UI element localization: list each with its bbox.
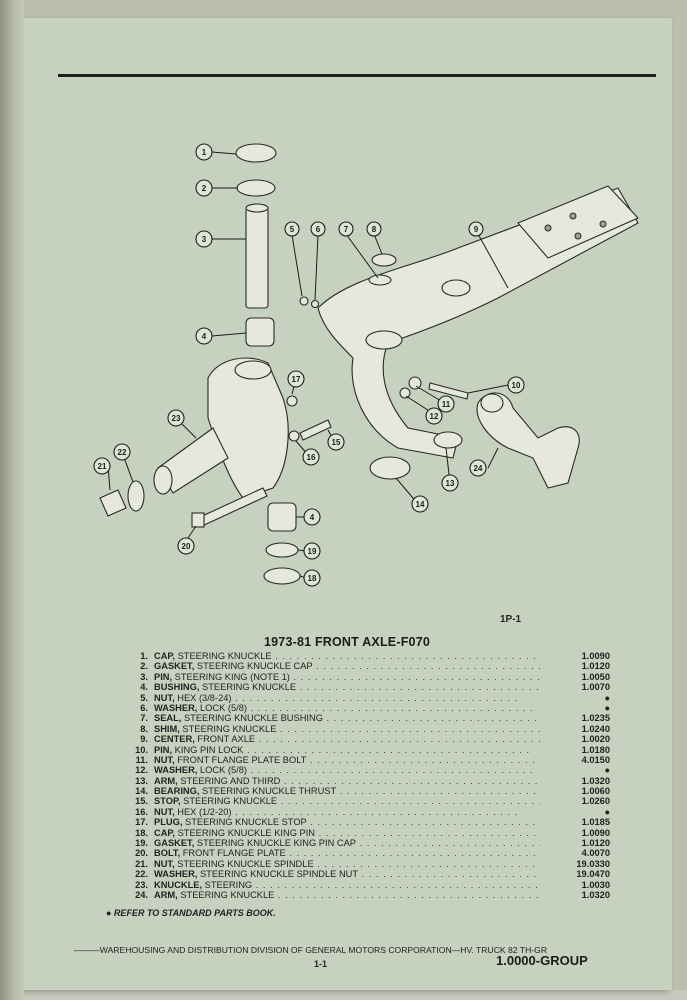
svg-text:23: 23 <box>172 414 181 423</box>
parts-row: 15.STOP, STEERING KNUCKLE . . . . . . . … <box>135 796 610 807</box>
svg-text:14: 14 <box>416 500 425 509</box>
parts-list: 1.CAP, STEERING KNUCKLE . . . . . . . . … <box>122 651 610 900</box>
svg-text:17: 17 <box>292 375 301 384</box>
callout-19: 19 <box>303 542 321 560</box>
bushing-upper <box>245 317 275 347</box>
parts-row: 22.WASHER, STEERING KNUCKLE SPINDLE NUT … <box>135 869 610 880</box>
callout-16: 16 <box>302 448 320 466</box>
thrust-bearing <box>369 456 411 480</box>
parts-row: 5.NUT, HEX (3/8-24) . . . . . . . . . . … <box>140 692 610 703</box>
callout-1: 1 <box>195 143 213 161</box>
parts-row: 9.CENTER, FRONT AXLE . . . . . . . . . .… <box>140 734 610 745</box>
book-binding <box>0 0 24 1000</box>
page-title: 1973-81 FRONT AXLE-F070 <box>264 635 430 649</box>
svg-text:3: 3 <box>202 235 207 244</box>
svg-text:12: 12 <box>430 412 439 421</box>
svg-text:10: 10 <box>512 381 521 390</box>
parts-row: 10.PIN, KING PIN LOCK . . . . . . . . . … <box>135 744 610 755</box>
callout-12: 12 <box>425 407 443 425</box>
parts-row: 13.ARM, STEERING AND THIRD . . . . . . .… <box>135 775 610 786</box>
parts-row: 12.WASHER, LOCK (5/8) . . . . . . . . . … <box>135 765 610 776</box>
svg-text:4: 4 <box>202 332 207 341</box>
svg-text:24: 24 <box>474 464 483 473</box>
parts-row: 7.SEAL, STEERING KNUCKLE BUSHING . . . .… <box>140 713 610 724</box>
knuckle-cap <box>235 143 277 163</box>
parts-row: 1.CAP, STEERING KNUCKLE . . . . . . . . … <box>140 651 610 661</box>
arm-eye <box>433 431 463 449</box>
callout-4-lower: 4 <box>303 508 321 526</box>
callout-13: 13 <box>441 474 459 492</box>
callout-5: 5 <box>284 221 300 237</box>
svg-text:21: 21 <box>98 462 107 471</box>
callout-21: 21 <box>93 457 111 475</box>
svg-text:11: 11 <box>442 400 451 409</box>
front-axle-center <box>317 187 639 459</box>
parts-row: 17.PLUG, STEERING KNUCKLE STOP . . . . .… <box>135 817 610 828</box>
footnote: ● REFER TO STANDARD PARTS BOOK. <box>106 908 276 918</box>
group-number: 1.0000-GROUP <box>496 953 588 968</box>
svg-text:7: 7 <box>344 225 349 234</box>
callout-22: 22 <box>113 443 131 461</box>
callout-2: 2 <box>195 179 213 197</box>
parts-row: 16.NUT, HEX (1/2-20) . . . . . . . . . .… <box>135 806 610 817</box>
parts-row: 24.ARM, STEERING KNUCKLE . . . . . . . .… <box>135 889 610 900</box>
svg-text:6: 6 <box>316 225 321 234</box>
svg-text:13: 13 <box>446 479 455 488</box>
svg-text:5: 5 <box>290 225 295 234</box>
axle-pad <box>517 185 639 259</box>
callout-17: 17 <box>287 370 305 388</box>
parts-row: 6.WASHER, LOCK (5/8) . . . . . . . . . .… <box>140 702 610 713</box>
callout-4: 4 <box>195 327 213 345</box>
exploded-diagram: 1 2 3 4 5 6 7 8 9 10 11 12 13 14 15 16 1… <box>93 143 639 587</box>
callout-20: 20 <box>177 537 195 555</box>
parts-row: 4.BUSHING, STEERING KNUCKLE . . . . . . … <box>140 682 610 693</box>
callout-3: 3 <box>195 230 213 248</box>
footer-publisher: ———WAREHOUSING AND DISTRIBUTION DIVISION… <box>74 945 548 955</box>
callout-10: 10 <box>507 376 525 394</box>
callout-11: 11 <box>437 395 455 413</box>
svg-text:15: 15 <box>332 438 341 447</box>
svg-text:2: 2 <box>202 184 207 193</box>
svg-text:9: 9 <box>474 225 479 234</box>
svg-text:1: 1 <box>202 148 207 157</box>
parts-row: 3.PIN, STEERING KING (NOTE 1) . . . . . … <box>140 671 610 682</box>
parts-row: 23.KNUCKLE, STEERING . . . . . . . . . .… <box>135 879 610 890</box>
svg-text:16: 16 <box>307 453 316 462</box>
parts-row: 19.GASKET, STEERING KNUCKLE KING PIN CAP… <box>135 838 610 849</box>
callout-15: 15 <box>327 433 345 451</box>
parts-row: 14.BEARING, STEERING KNUCKLE THRUST . . … <box>135 786 610 797</box>
steering-arm <box>476 392 580 489</box>
callout-14: 14 <box>411 495 429 513</box>
callout-9: 9 <box>468 221 484 237</box>
parts-row: 2.GASKET, STEERING KNUCKLE CAP . . . . .… <box>140 661 610 672</box>
figure-code: 1P-1 <box>500 614 522 625</box>
page-number: 1-1 <box>314 959 328 969</box>
svg-text:22: 22 <box>118 448 127 457</box>
svg-text:4: 4 <box>310 513 315 522</box>
svg-text:18: 18 <box>308 574 317 583</box>
svg-text:19: 19 <box>308 547 317 556</box>
callout-7: 7 <box>338 221 354 237</box>
parts-row: 21.NUT, STEERING KNUCKLE SPINDLE . . . .… <box>135 858 610 869</box>
callout-8: 8 <box>366 221 382 237</box>
catalog-page: 1 2 3 4 5 6 7 8 9 10 11 12 13 14 15 16 1… <box>22 18 672 990</box>
parts-row: 8.SHIM, STEERING KNUCKLE . . . . . . . .… <box>140 723 610 734</box>
callout-18: 18 <box>303 569 321 587</box>
callout-6: 6 <box>310 221 326 237</box>
parts-row: 11.NUT, FRONT FLANGE PLATE BOLT . . . . … <box>135 754 610 765</box>
callout-24: 24 <box>469 459 487 477</box>
axle-eye <box>365 330 403 350</box>
king-pin <box>245 207 269 309</box>
parts-row: 18.CAP, STEERING KNUCKLE KING PIN . . . … <box>135 827 610 838</box>
parts-row: 20.BOLT, FRONT FLANGE PLATE . . . . . . … <box>135 848 610 859</box>
knuckle-gasket <box>236 179 276 197</box>
callout-23: 23 <box>167 409 185 427</box>
svg-text:8: 8 <box>372 225 377 234</box>
svg-text:20: 20 <box>182 542 191 551</box>
top-rule <box>58 74 656 77</box>
